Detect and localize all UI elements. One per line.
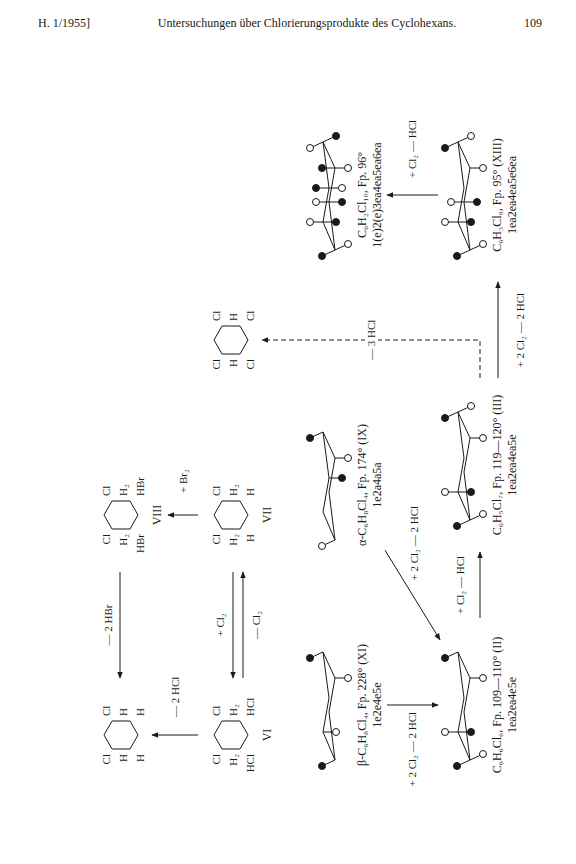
conformation-formula: β-C₆H₈Cl₄, Fp. 228° (XI)1e2e4e5e: [305, 620, 385, 790]
reaction-label: — Cl₂: [250, 609, 263, 641]
reaction-label: — 2 HCl: [169, 675, 182, 719]
atom-label: Cl: [210, 359, 223, 395]
structural-formula: ClClHHHH: [90, 680, 150, 790]
atom-label: Cl: [244, 359, 257, 395]
reaction-arrow: [168, 515, 198, 516]
conformation-code: 1ea2ea4ea5e6ea: [505, 110, 520, 280]
chair-conformation: [305, 400, 355, 570]
reaction-arrow: [498, 282, 499, 378]
reaction-label: + 2 Cl₂ — 2 HCl: [408, 504, 421, 583]
conformation-code: 1ea2ea4e5e: [505, 620, 520, 790]
reaction-label: + 2 Cl₂ — 2 HCl: [514, 291, 527, 370]
atom-label: Cl: [100, 680, 113, 716]
conformation-formula: α-C₆H₈Cl₄, Fp. 174° (IX)1e2a4a5a: [305, 400, 385, 570]
atom-label: HCl: [244, 680, 257, 716]
conformation-code: 1e2e4e5e: [370, 620, 385, 790]
reaction-label: + Br₂: [177, 467, 190, 495]
conformation-code: 1ea2ea4ea5e: [505, 380, 520, 550]
formula-text: C₆H₆Cl₆, Fp. 109—110° (II): [490, 620, 505, 790]
atom-label: H: [134, 680, 147, 716]
formula-text: C₆H₂Cl₁₀, Fp. 96°: [355, 110, 370, 280]
conformation-formula: C₆H₃Cl₉, Fp. 95° (XIII)1ea2ea4ea5e6ea: [440, 110, 520, 280]
reaction-arrow: [243, 572, 244, 678]
compound-number: VI: [260, 680, 274, 790]
atom-label: Cl: [100, 460, 113, 496]
ring-bonds: [90, 460, 150, 570]
atom-label: Cl: [100, 534, 113, 570]
atom-label: Cl: [100, 754, 113, 790]
structural-formula: ClClH₂H₂HBrHBrVIII: [90, 460, 166, 570]
atom-label: H: [117, 754, 130, 790]
reaction-arrow: [233, 572, 234, 678]
atom-label: H: [244, 534, 257, 570]
ring-bonds: [200, 285, 260, 395]
chair-conformation: [440, 110, 490, 280]
chair-conformation: [440, 620, 490, 790]
atom-label: H: [227, 359, 240, 395]
atom-label: HBr: [134, 534, 147, 570]
conformation-code: 1(e)2(e)3ea4ea5ea6ea: [370, 110, 385, 280]
atom-label: H₂: [227, 680, 240, 716]
chair-conformation: [440, 380, 490, 550]
page-header-text: 109: [524, 16, 542, 31]
atom-label: Cl: [210, 680, 223, 716]
atom-label: H₂: [117, 460, 130, 496]
conformation-code: 1e2a4a5a: [370, 400, 385, 570]
atom-label: H: [244, 460, 257, 496]
reaction-arrow: [387, 195, 438, 196]
atom-label: HCl: [244, 754, 257, 790]
formula-text: α-C₆H₈Cl₄, Fp. 174° (IX): [355, 400, 370, 570]
conformation-formula: C₆H₆Cl₆, Fp. 109—110° (II)1ea2ea4e5e: [440, 620, 520, 790]
atom-label: Cl: [210, 754, 223, 790]
conformation-formula: C₆H₅Cl₇, Fp. 119—120° (III)1ea2ea4ea5e: [440, 380, 520, 550]
chair-conformation: [305, 110, 355, 280]
structural-formula: ClClH₂H₂HClHClVI: [200, 680, 276, 790]
reaction-label: — 3 HCl: [365, 318, 378, 362]
reaction-arrow: [152, 735, 198, 736]
compound-number: VII: [260, 460, 274, 570]
formula-text: β-C₆H₈Cl₄, Fp. 228° (XI): [355, 620, 370, 790]
atom-label: H: [117, 680, 130, 716]
ring-bonds: [200, 680, 260, 790]
formula-text: C₆H₅Cl₇, Fp. 119—120° (III): [490, 380, 505, 550]
page-header: H. 1/1955] Untersuchungen über Chlorierun…: [38, 16, 542, 31]
reaction-scheme: ClClHHHHClClH₂H₂HBrHBrVIIIClClH₂H₂HClHCl…: [90, 90, 560, 800]
atom-label: H: [134, 754, 147, 790]
reaction-label: + Cl₂ — HCl: [406, 118, 419, 180]
atom-label: H₂: [227, 460, 240, 496]
atom-label: H₂: [117, 534, 130, 570]
structural-formula: ClClH₂H₂HHVII: [200, 460, 276, 570]
atom-label: HBr: [134, 460, 147, 496]
formula-text: C₆H₃Cl₉, Fp. 95° (XIII): [490, 110, 505, 280]
conformation-formula: C₆H₂Cl₁₀, Fp. 96°1(e)2(e)3ea4ea5ea6ea: [305, 110, 385, 280]
reaction-label: + 2 Cl₂ — 2 HCl: [406, 710, 419, 789]
structural-formula: ClClHHClCl: [200, 285, 260, 395]
reaction-arrow: [120, 572, 121, 678]
reaction-arrow: [480, 552, 481, 618]
reaction-label: + Cl₂: [214, 611, 227, 638]
atom-label: H₂: [227, 754, 240, 790]
page-header-text: Untersuchungen über Chlorierungsprodukte…: [158, 16, 456, 31]
ring-bonds: [200, 460, 260, 570]
atom-label: Cl: [210, 534, 223, 570]
chair-conformation: [305, 620, 355, 790]
atom-label: Cl: [210, 285, 223, 321]
compound-number: VIII: [150, 460, 164, 570]
atom-label: H: [227, 285, 240, 321]
atom-label: H₂: [227, 534, 240, 570]
page-header-text: H. 1/1955]: [38, 16, 90, 31]
reaction-label: + Cl₂ — HCl: [454, 554, 467, 616]
ring-bonds: [90, 680, 150, 790]
reaction-arrow: [387, 705, 438, 706]
atom-label: Cl: [210, 460, 223, 496]
reaction-label: — 2 HBr: [102, 603, 115, 648]
atom-label: Cl: [244, 285, 257, 321]
